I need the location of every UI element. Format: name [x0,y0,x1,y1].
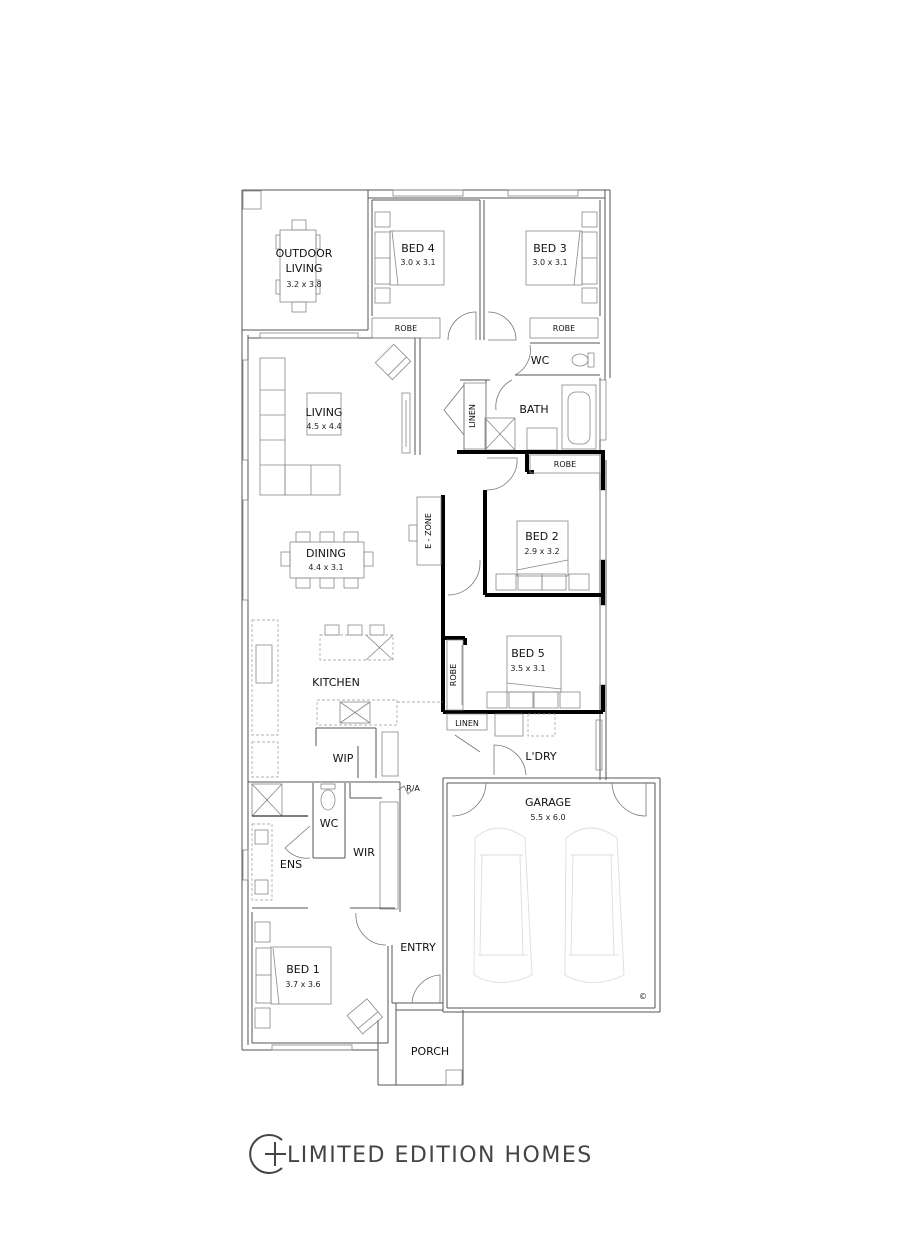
robe-bed2-label: ROBE [554,460,576,469]
dining-label: DINING [306,547,346,560]
wir-label: WIR [353,846,375,859]
living-room: LIVING 4.5 x 4.4 [259,338,421,496]
bed5-label: BED 5 [511,647,544,660]
bed4-size: 3.0 x 3.1 [400,258,435,267]
ens-label: ENS [280,858,302,871]
wc-upper-label: WC [531,354,550,367]
living-label: LIVING [306,406,343,419]
outdoor-living-room: OUTDOOR LIVING 3.2 x 3.8 [242,190,333,313]
robe-bed4-label: ROBE [395,324,417,333]
brand-logo: LIMITED EDITION HOMES [249,1134,593,1174]
bed3-label: BED 3 [533,242,566,255]
laundry-label: L'DRY [525,750,557,763]
copyright-mark: © [639,992,647,1001]
bed5-room: ROBE BED 5 3.5 x 3.1 [446,635,581,711]
linen-lower-label: LINEN [455,719,479,728]
bed3-size: 3.0 x 3.1 [532,258,567,267]
bed1-room: BED 1 3.7 x 3.6 [251,912,389,1044]
outdoor-living-label-1: OUTDOOR [276,247,333,260]
kitchen-label: KITCHEN [312,676,360,689]
linen-upper-label: LINEN [468,404,477,428]
bath-area: WC BATH LINEN [443,342,600,451]
kitchen-room: KITCHEN [251,619,443,778]
outdoor-living-size: 3.2 x 3.8 [286,280,321,289]
bed5-size: 3.5 x 3.1 [510,664,545,673]
bed2-size: 2.9 x 3.2 [524,547,559,556]
wip-label: WIP [333,752,354,765]
ezone-label: E - ZONE [424,513,433,549]
ensuite-area: WC ENS WIR R/A [248,781,420,912]
wc-lower-label: WC [320,817,339,830]
garage-size: 5.5 x 6.0 [530,813,565,822]
entry-porch: ENTRY PORCH [391,941,463,1086]
garage-room: GARAGE 5.5 x 6.0 © [451,782,647,1001]
windows [242,189,607,1051]
garage-label: GARAGE [525,796,571,809]
robe-bed5-label: ROBE [449,664,458,686]
dining-room: DINING 4.4 x 3.1 [280,531,374,589]
dining-size: 4.4 x 3.1 [308,563,343,572]
bed2-room: ROBE BED 2 2.9 x 3.2 [486,454,601,591]
logo-circle-icon [249,1134,283,1174]
porch-label: PORCH [411,1045,449,1058]
bed1-size: 3.7 x 3.6 [285,980,320,989]
bed4-room: BED 4 3.0 x 3.1 ROBE [371,199,485,341]
living-size: 4.5 x 4.4 [306,422,341,431]
brand-name: LIMITED EDITION HOMES [287,1143,593,1168]
bed1-label: BED 1 [286,963,319,976]
bath-label: BATH [519,403,548,416]
ezone: E - ZONE [408,496,481,596]
bed3-room: BED 3 3.0 x 3.1 ROBE [487,200,601,341]
laundry-area: LINEN L'DRY [446,713,595,779]
outdoor-living-label-2: LIVING [286,262,323,275]
thick-walls [441,450,605,714]
bed4-label: BED 4 [401,242,434,255]
bed2-label: BED 2 [525,530,558,543]
entry-label: ENTRY [400,941,436,954]
robe-bed3-label: ROBE [553,324,575,333]
wip-room: WIP [315,727,399,778]
